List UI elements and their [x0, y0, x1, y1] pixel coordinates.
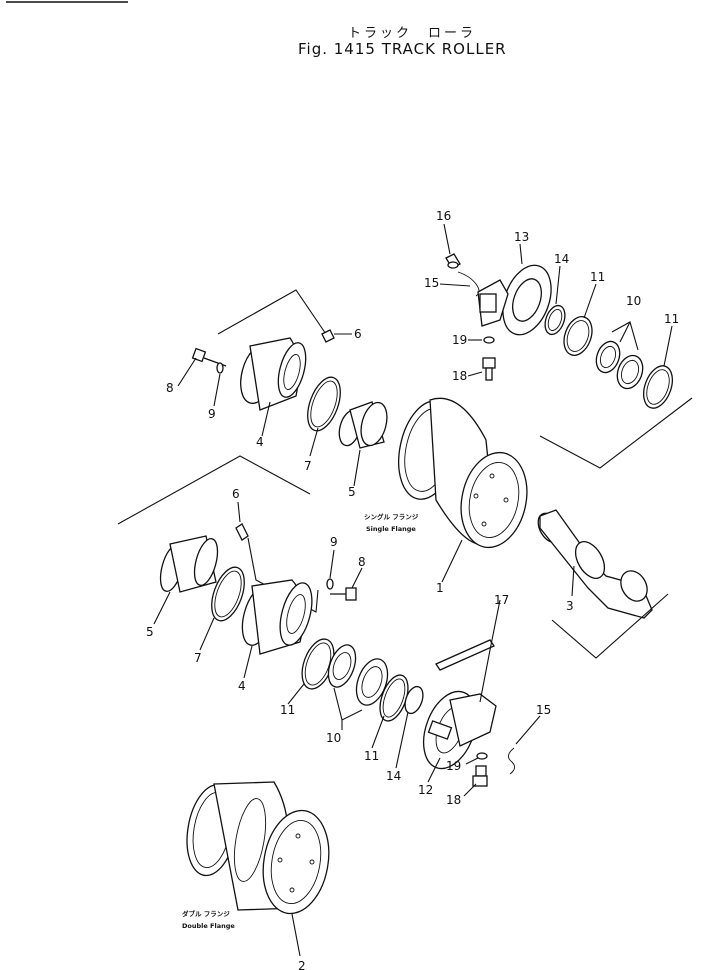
shaft-3 [537, 509, 653, 619]
callout-16: 16 [436, 209, 451, 223]
callout-18: 18 [446, 793, 461, 807]
callout-9: 9 [330, 535, 338, 549]
plate-17 [435, 639, 495, 671]
callout-4: 4 [238, 679, 246, 693]
callout-13: 13 [514, 230, 529, 244]
callout-18: 18 [452, 369, 467, 383]
callout-5: 5 [146, 625, 154, 639]
end-collar-12 [422, 690, 497, 770]
group-bracket-upper [539, 397, 693, 469]
callout-6: 6 [354, 327, 362, 341]
washer-19a [483, 336, 495, 344]
callout-5: 5 [348, 485, 356, 499]
o-ring-7b [211, 566, 245, 622]
group-bracket-upper-left [217, 289, 331, 341]
callout-12: 12 [418, 783, 433, 797]
callout-6: 6 [232, 487, 240, 501]
collar-4b [241, 579, 313, 655]
pin-6b [235, 523, 249, 541]
bushing-5a [338, 401, 388, 449]
collar-4a [240, 337, 307, 411]
callout-1: 1 [436, 581, 444, 595]
floating-seal-10a [595, 340, 644, 390]
floating-seal-10b [327, 644, 389, 706]
callout-17: 17 [494, 593, 509, 607]
pin-6a [321, 329, 335, 343]
wire-15 [457, 271, 480, 297]
washer-19b [476, 752, 488, 760]
single-flange-caption-en: Single Flange [366, 525, 416, 533]
o-ring-7a [307, 376, 341, 432]
end-collar-13 [477, 264, 552, 336]
double-flange-caption-jp: ダブル フランジ [182, 909, 230, 918]
washer-9b [326, 578, 334, 590]
wire-15b [508, 747, 515, 775]
callout-10: 10 [326, 731, 341, 745]
page-title: Fig. 1415 TRACK ROLLER [298, 40, 507, 58]
callout-4: 4 [256, 435, 264, 449]
callout-11: 11 [664, 312, 679, 326]
callout-7: 7 [194, 651, 202, 665]
callout-19: 19 [452, 333, 467, 347]
callout-15: 15 [424, 276, 439, 290]
callout-2: 2 [298, 959, 306, 970]
bolt-18a [482, 357, 496, 381]
callout-9: 9 [208, 407, 216, 421]
single-flange-caption-jp: シングル フランジ [364, 512, 419, 521]
bolt-8b [330, 587, 357, 601]
washer-9a [216, 362, 224, 374]
track-roller-single-flange [398, 397, 528, 549]
callout-11: 11 [280, 703, 295, 717]
o-ring-14b [404, 685, 424, 715]
callout-3: 3 [566, 599, 574, 613]
callout-10: 10 [626, 294, 641, 308]
callout-11: 11 [364, 749, 379, 763]
bolt-18b [472, 765, 488, 787]
callout-8: 8 [166, 381, 174, 395]
callout-11: 11 [590, 270, 605, 284]
plug-16 [445, 253, 461, 269]
group-bracket-lower-left [117, 455, 311, 525]
title-jp: トラック ローラ [348, 26, 476, 41]
callout-14: 14 [386, 769, 401, 783]
group-bracket-shaft [551, 593, 669, 659]
callout-8: 8 [358, 555, 366, 569]
callout-7: 7 [304, 459, 312, 473]
o-ring-11b [643, 365, 673, 409]
double-flange-caption-en: Double Flange [182, 922, 235, 930]
bushing-5b [159, 535, 219, 593]
o-ring-14a [544, 304, 566, 336]
callout-19: 19 [446, 759, 461, 773]
callout-15: 15 [536, 703, 551, 717]
callout-14: 14 [554, 252, 569, 266]
track-roller-double-flange [186, 781, 330, 915]
